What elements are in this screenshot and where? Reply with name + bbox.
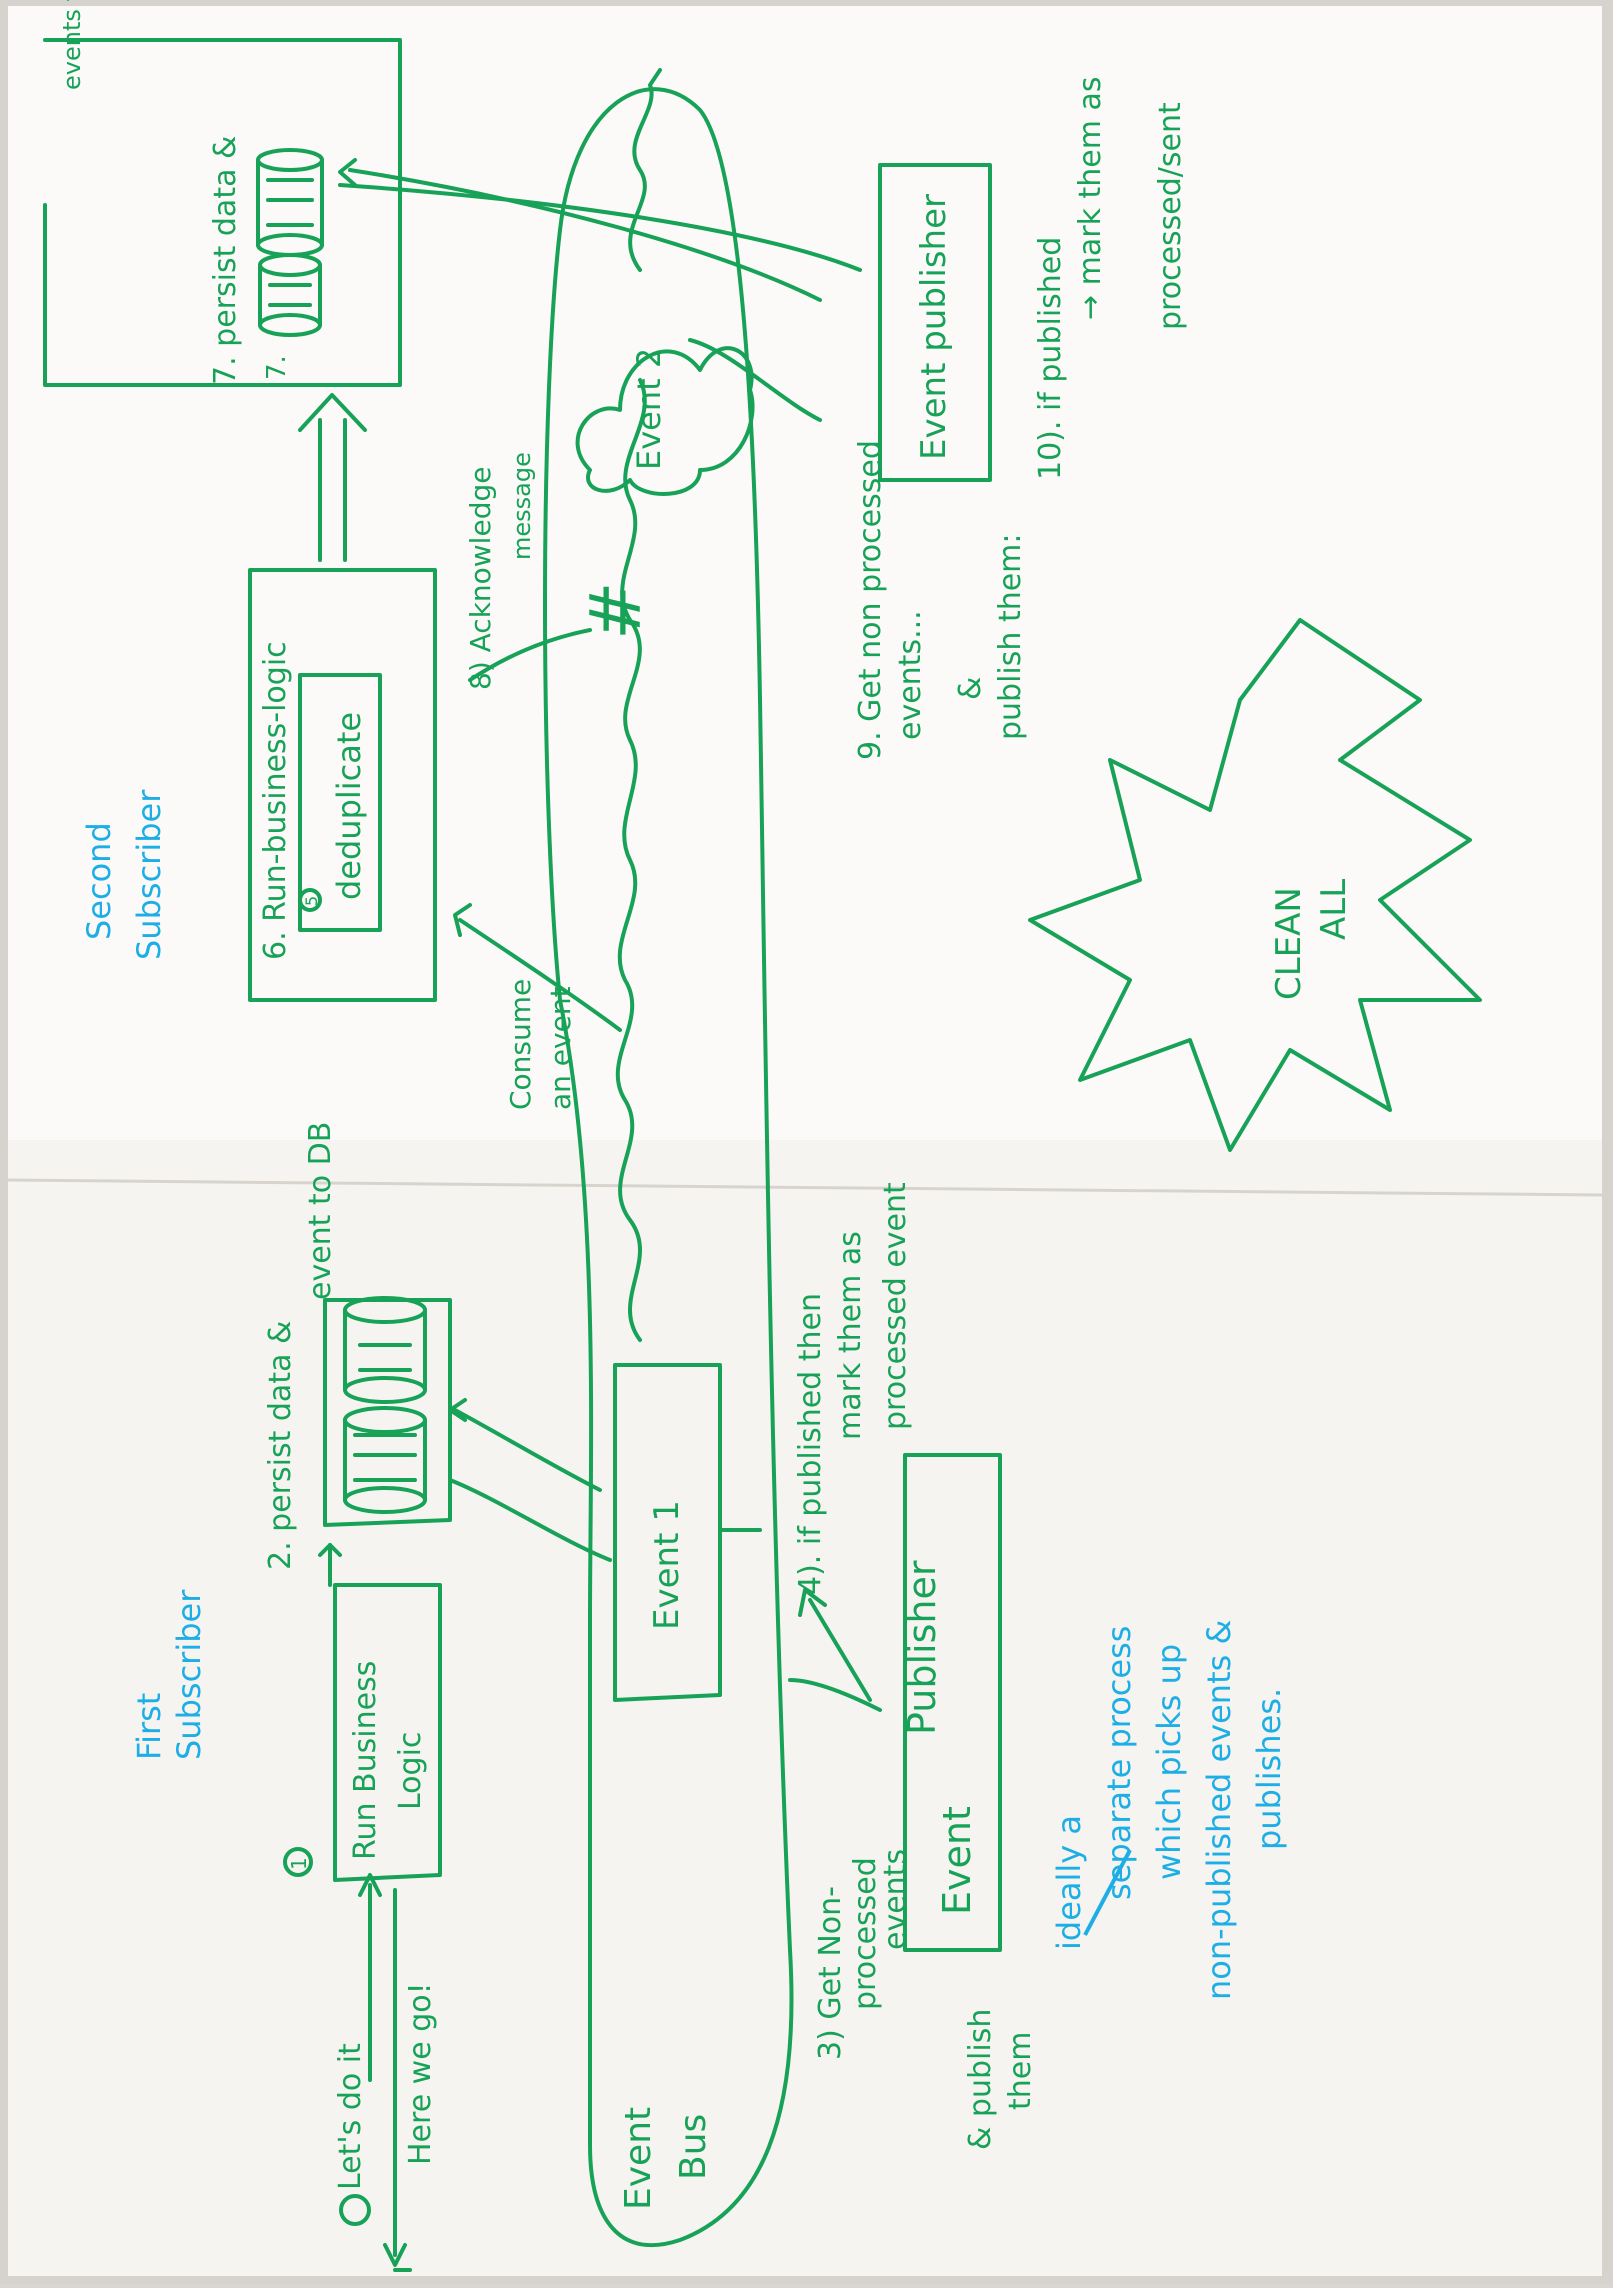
event-publisher-left-line1: Event bbox=[935, 1806, 979, 1915]
run-business-logic-line2: Logic bbox=[393, 1732, 428, 1810]
run-business-logic-box bbox=[333, 1583, 442, 1882]
step10-line3: processed/sent bbox=[1153, 102, 1188, 330]
hash-mark: # bbox=[575, 581, 657, 640]
database-icon-left-2 bbox=[343, 1296, 427, 1404]
first-subscriber-line1: First bbox=[130, 1693, 168, 1760]
db-right-arrowhead bbox=[338, 158, 357, 187]
db-container-right bbox=[43, 38, 402, 387]
event-bus-shape bbox=[543, 87, 794, 2247]
publisher-to-bus-arrow bbox=[808, 1598, 872, 1702]
step3-line3: events bbox=[878, 1849, 913, 1950]
run-business-logic-line1: Run Business bbox=[348, 1661, 383, 1860]
database-icon-right-2 bbox=[256, 148, 324, 257]
ack-arrow bbox=[468, 628, 592, 682]
here-we-go-text: Here we go! bbox=[403, 1982, 438, 2165]
paper-fold-shade bbox=[8, 1140, 1602, 2276]
consume-arrow bbox=[458, 918, 622, 1032]
step10-line2: → mark them as bbox=[1073, 76, 1108, 320]
publisher-to-db-arrow-right bbox=[338, 183, 862, 272]
db-arrowhead bbox=[448, 1398, 467, 1422]
step1-circle bbox=[283, 1847, 313, 1877]
step3-line2: processed bbox=[848, 1857, 883, 2010]
step4-line2: mark them as bbox=[833, 1231, 868, 1440]
event1-to-db-arrow1 bbox=[448, 1478, 612, 1562]
big-arrow-shaft bbox=[318, 418, 347, 562]
event-publisher-right-label: Event publisher bbox=[914, 194, 954, 460]
step10-line1: 10). if published bbox=[1033, 237, 1068, 480]
clean-all-starburst bbox=[1028, 618, 1482, 1152]
step2-label: 2. persist data & bbox=[263, 1321, 298, 1570]
deduplicate-box bbox=[298, 673, 382, 932]
blue-note-line4: non-published events & bbox=[1200, 1620, 1238, 2000]
event1-label: Event 1 bbox=[647, 1500, 687, 1630]
event1-to-db-arrow2 bbox=[453, 1408, 602, 1492]
db-container-left bbox=[323, 1298, 452, 1527]
event-flow-wave-top bbox=[628, 68, 662, 272]
step3-line1: 3) Get Non- bbox=[813, 1886, 848, 2060]
step9-line3: & bbox=[953, 677, 988, 700]
paper-fold-line bbox=[7, 1178, 1603, 1197]
event-bus-line1: Event bbox=[618, 2107, 659, 2210]
lets-do-it-text: Let's do it bbox=[333, 2043, 368, 2190]
step6-title: 6. Run-business-logic bbox=[258, 641, 293, 960]
arrow-forward-head bbox=[358, 1873, 382, 1897]
big-arrow-head bbox=[298, 393, 367, 432]
step2-label-2: event to DB bbox=[303, 1122, 338, 1300]
step8-line1: 8) Acknowledge bbox=[464, 467, 497, 690]
database-icon-left-1 bbox=[343, 1406, 427, 1514]
event-bus-line2: Bus bbox=[673, 2114, 714, 2180]
step3-arrow bbox=[788, 1678, 882, 1712]
step7-label-1: 7. persist data & bbox=[208, 136, 243, 385]
step4-line3: processed event bbox=[878, 1182, 913, 1430]
blue-underline bbox=[1083, 1849, 1132, 1936]
consume-arrowhead bbox=[453, 903, 472, 937]
deduplicate-label: deduplicate bbox=[330, 712, 368, 900]
event-flow-wave bbox=[615, 378, 647, 1342]
event2-cloud bbox=[575, 346, 755, 496]
event-publisher-right-box bbox=[878, 163, 992, 482]
step0-circle bbox=[339, 2194, 371, 2226]
step3-line4: & publish bbox=[963, 2009, 998, 2150]
second-subscriber-line1: Second bbox=[80, 822, 118, 940]
step7-number: 7. bbox=[262, 355, 292, 380]
step9-line4: publish them: bbox=[993, 533, 1028, 740]
arrow-back-head bbox=[383, 2243, 407, 2267]
publisher-to-bus-arrowhead bbox=[798, 1588, 827, 1617]
blue-note-line2: separate process bbox=[1100, 1626, 1138, 1900]
clean-label-line1: CLEAN bbox=[1269, 887, 1309, 1000]
consume-line1: Consume bbox=[504, 979, 537, 1110]
step4-line1: 4). if published then bbox=[793, 1293, 828, 1595]
first-subscriber-line2: Subscriber bbox=[170, 1589, 208, 1760]
run-business-logic-right-box bbox=[248, 568, 437, 1002]
consume-line2: an event bbox=[544, 986, 577, 1110]
blue-note-line5: publishes. bbox=[1250, 1688, 1288, 1850]
event1-box bbox=[613, 1363, 722, 1702]
event-publisher-left-box bbox=[903, 1453, 1002, 1952]
step5-circle bbox=[298, 888, 322, 912]
blue-note-line3: which picks up bbox=[1150, 1644, 1188, 1880]
step1-number: 1 bbox=[287, 1857, 311, 1870]
database-icon-right-1 bbox=[258, 253, 322, 337]
step8-line2: message bbox=[508, 452, 536, 560]
event2-label: Event 2 bbox=[630, 348, 668, 470]
clean-label-line2: ALL bbox=[1314, 879, 1354, 940]
step9-line2: events... bbox=[893, 610, 928, 740]
step7-label-2: events to DB bbox=[58, 0, 86, 90]
blue-note-line1: ideally a bbox=[1050, 1815, 1088, 1950]
step9-line1: 9. Get non processed bbox=[853, 440, 888, 760]
publisher-to-db-arrow-right-2 bbox=[348, 168, 822, 302]
step5-number: 5 bbox=[302, 896, 321, 906]
event-publisher-left-line2: Publisher bbox=[900, 1560, 944, 1735]
second-subscriber-line2: Subscriber bbox=[130, 789, 168, 960]
step3-line5: them bbox=[1003, 2032, 1038, 2110]
publisher-to-event2-arrow bbox=[688, 338, 822, 422]
logic-to-db-arrowhead bbox=[318, 1543, 342, 1557]
